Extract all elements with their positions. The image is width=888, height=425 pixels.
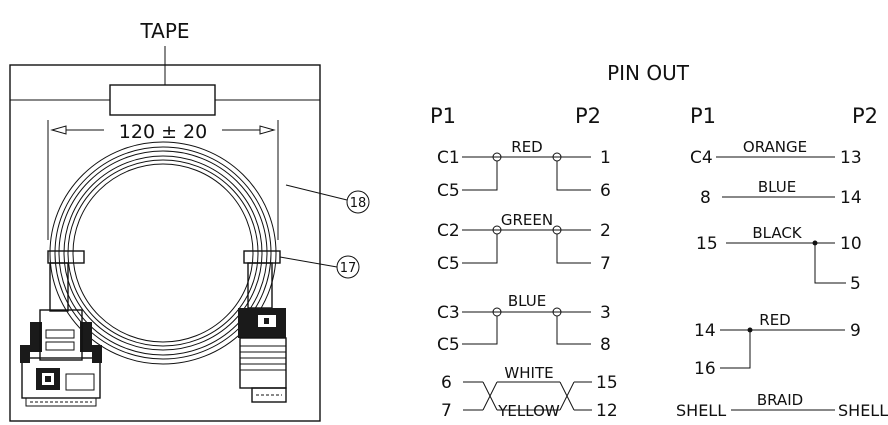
pin-1: 1 bbox=[600, 148, 611, 168]
callout-18-bubble bbox=[346, 190, 370, 214]
pin-2: 2 bbox=[600, 221, 611, 241]
wire-label-black: BLACK bbox=[752, 224, 802, 242]
wire-label-yellow: YELLOW bbox=[497, 402, 560, 420]
pin-c5-c: C5 bbox=[437, 335, 460, 355]
cable-coil bbox=[49, 141, 277, 365]
pin-6: 6 bbox=[600, 181, 611, 201]
vga-connector bbox=[238, 262, 287, 403]
left-header-p1: P1 bbox=[430, 104, 456, 128]
pin-5: 5 bbox=[850, 274, 861, 294]
callout-18: 18 bbox=[350, 196, 367, 211]
wire-label-red-r: RED bbox=[759, 311, 790, 329]
pin-6-b: 6 bbox=[441, 373, 452, 393]
wire-label-orange: ORANGE bbox=[743, 138, 807, 156]
wire-label-blue-r: BLUE bbox=[758, 178, 796, 196]
cable-package: TAPE 120 ± 20 18 bbox=[9, 19, 370, 422]
dimension-arrow-right bbox=[259, 125, 276, 135]
pin-12: 12 bbox=[596, 401, 618, 421]
callout-18-leader bbox=[285, 184, 348, 201]
left-header-p2: P2 bbox=[575, 104, 601, 128]
callout-17: 17 bbox=[340, 261, 357, 276]
right-header-p1: P1 bbox=[690, 104, 716, 128]
pin-8: 8 bbox=[600, 335, 611, 355]
pinout-table-right: P1 P2 C4 ORANGE 13 8 BLUE 14 15 BLACK 10… bbox=[676, 104, 888, 420]
pin-14-b: 14 bbox=[694, 321, 716, 341]
callout-17-bubble bbox=[336, 255, 360, 279]
pin-shell-b: SHELL bbox=[838, 401, 888, 420]
pin-c1: C1 bbox=[437, 148, 460, 168]
wire-label-green: GREEN bbox=[501, 211, 553, 229]
pin-c5-a: C5 bbox=[437, 181, 460, 201]
tape-label: TAPE bbox=[139, 19, 189, 43]
pin-c2: C2 bbox=[437, 221, 460, 241]
wire-cross-b bbox=[482, 381, 498, 411]
length-label: 120 ± 20 bbox=[119, 121, 207, 143]
cable-tie-left bbox=[47, 250, 85, 264]
wire-label-red: RED bbox=[511, 138, 542, 156]
pin-8-r: 8 bbox=[700, 188, 711, 208]
right-header-p2: P2 bbox=[852, 104, 878, 128]
pinout-title: PIN OUT bbox=[607, 61, 690, 85]
pin-3: 3 bbox=[600, 303, 611, 323]
pin-10: 10 bbox=[840, 234, 862, 254]
tape bbox=[109, 84, 216, 116]
pin-7: 7 bbox=[600, 254, 611, 274]
wire-label-white: WHITE bbox=[504, 364, 553, 382]
pin-14: 14 bbox=[840, 188, 862, 208]
pin-c4: C4 bbox=[690, 148, 713, 168]
pin-15: 15 bbox=[596, 373, 618, 393]
pinout-table-left: P1 P2 C1 RED 1 C5 6 C2 GREEN 2 C5 7 C3 B… bbox=[430, 104, 618, 421]
pin-9: 9 bbox=[850, 321, 861, 341]
pin-shell-a: SHELL bbox=[676, 401, 726, 420]
pin-15-r: 15 bbox=[696, 234, 718, 254]
pin-13: 13 bbox=[840, 148, 862, 168]
pin-c3: C3 bbox=[437, 303, 460, 323]
bag-outline bbox=[9, 64, 321, 422]
wire-label-braid: BRAID bbox=[757, 391, 803, 409]
pin-16: 16 bbox=[694, 359, 716, 379]
callout-17-leader bbox=[279, 256, 338, 268]
pin-c5-b: C5 bbox=[437, 254, 460, 274]
pin-7-b: 7 bbox=[441, 401, 452, 421]
dvi-connector bbox=[20, 262, 102, 407]
wire-label-blue: BLUE bbox=[508, 292, 546, 310]
dimension-arrow-left bbox=[50, 125, 67, 135]
